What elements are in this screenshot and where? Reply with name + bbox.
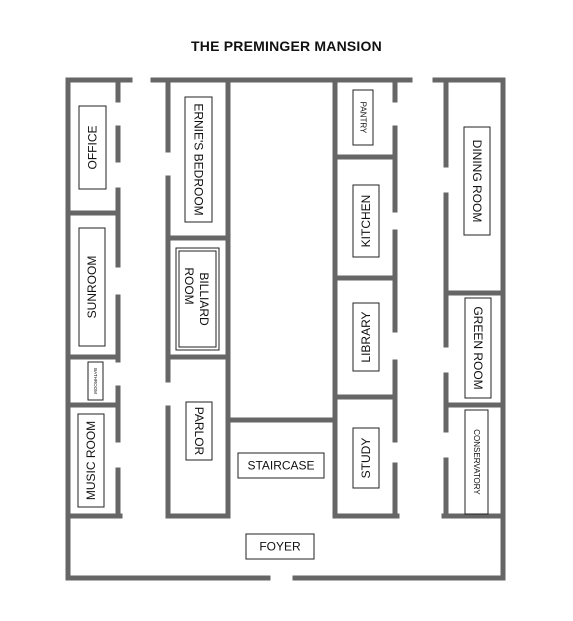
room-label-staircase: STAIRCASE xyxy=(247,459,314,473)
room-green-room: GREEN ROOM xyxy=(464,297,492,399)
room-label-green-room: GREEN ROOM xyxy=(471,306,485,389)
room-dining-room: DINING ROOM xyxy=(463,126,491,236)
room-label-dining-room: DINING ROOM xyxy=(470,140,484,223)
center-right-walls xyxy=(332,79,400,519)
room-staircase: STAIRCASE xyxy=(237,452,325,479)
room-ernies-bedroom: ERNIE'S BEDROOM xyxy=(184,96,213,223)
room-label-billiard-line2: ROOM xyxy=(182,267,196,304)
room-bathroom: BATHROOM xyxy=(87,361,104,401)
room-conservatory: CONSERVATORY xyxy=(464,409,489,515)
outer-walls xyxy=(65,77,506,581)
room-label-sunroom: SUNROOM xyxy=(85,256,99,319)
room-music-room: MUSIC ROOM xyxy=(77,413,105,508)
room-label-study: STUDY xyxy=(359,438,373,479)
room-parlor: PARLOR xyxy=(185,401,213,461)
room-label-foyer: FOYER xyxy=(259,540,301,554)
room-label-ernies-bedroom: ERNIE'S BEDROOM xyxy=(192,103,206,215)
center-left-walls xyxy=(165,79,231,519)
room-library: LIBRARY xyxy=(352,302,380,372)
room-label-billiard-line1: BILLIARD xyxy=(197,272,211,326)
room-sunroom: SUNROOM xyxy=(78,227,106,347)
room-label-parlor: PARLOR xyxy=(192,407,206,456)
room-pantry: PANTRY xyxy=(352,89,374,146)
room-label-kitchen: KITCHEN xyxy=(359,195,373,248)
east-wing-walls xyxy=(441,79,504,519)
room-label-pantry: PANTRY xyxy=(359,102,368,134)
map-title: THE PREMINGER MANSION xyxy=(191,38,382,54)
room-label-music-room: MUSIC ROOM xyxy=(84,421,98,500)
room-label-office: OFFICE xyxy=(86,126,100,170)
west-wing-walls xyxy=(67,79,123,519)
room-foyer: FOYER xyxy=(245,533,315,560)
room-billiard-room: BILLIARD ROOM xyxy=(175,247,220,351)
room-label-library: LIBRARY xyxy=(359,311,373,362)
room-study: STUDY xyxy=(352,427,380,489)
room-kitchen: KITCHEN xyxy=(352,184,380,258)
room-office: OFFICE xyxy=(78,105,107,190)
room-label-conservatory: CONSERVATORY xyxy=(472,429,481,495)
room-label-bathroom: BATHROOM xyxy=(93,368,98,394)
